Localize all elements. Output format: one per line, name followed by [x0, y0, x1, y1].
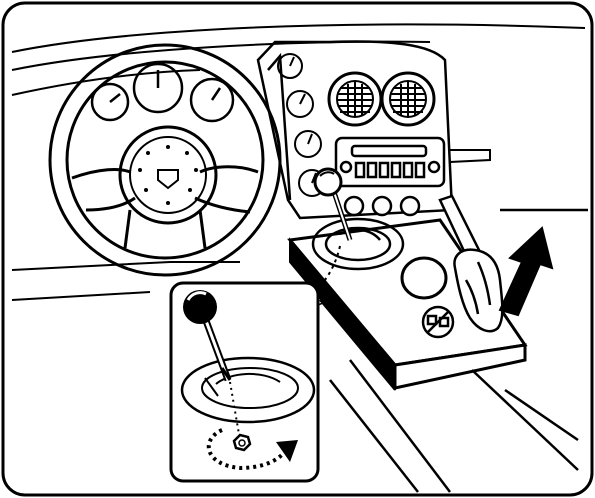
climate-knobs [345, 197, 419, 215]
cup-holder [402, 258, 446, 298]
gear-shifter-inset [171, 283, 318, 481]
air-vent-right [382, 73, 434, 125]
air-vent-left [329, 73, 381, 125]
